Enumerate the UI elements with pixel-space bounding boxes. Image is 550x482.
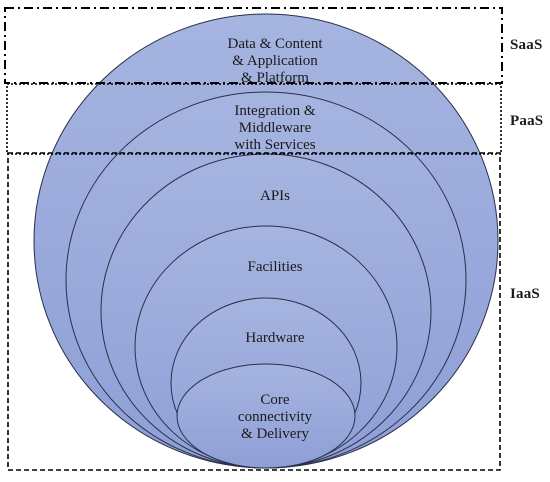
iaas-region-box [7, 152, 501, 471]
paas-label: PaaS [510, 113, 544, 129]
layer-label-facilities: Facilities [247, 259, 303, 275]
layer-label-apis: APIs [259, 188, 290, 204]
paas-region-box [6, 83, 502, 155]
layer-label-data: Data & Content & Application & Platform [227, 36, 323, 86]
layer-ellipse-core [176, 363, 356, 469]
layer-label-hardware: Hardware [245, 330, 305, 346]
saas-label: SaaS [510, 37, 543, 53]
layer-label-integration: Integration & Middleware with Services [234, 103, 316, 153]
layer-label-core: Core connectivity & Delivery [237, 392, 313, 442]
iaas-label: IaaS [510, 286, 540, 302]
saas-region-box [4, 7, 503, 84]
